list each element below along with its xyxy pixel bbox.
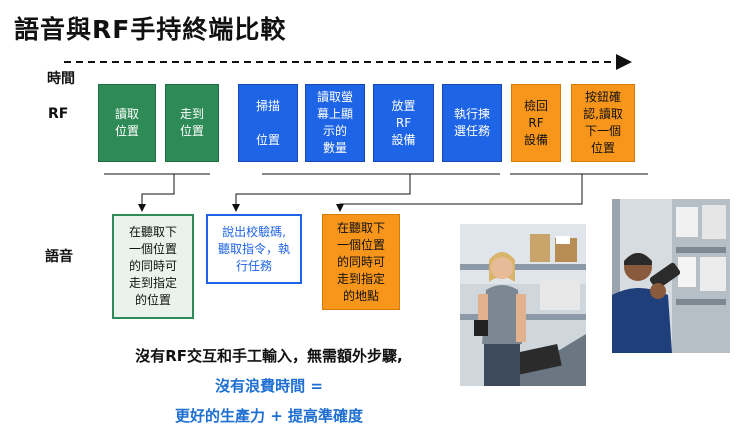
rf-step-2: 走到 位置 xyxy=(165,84,219,162)
rf-step-6: 執行揀 選任務 xyxy=(442,84,502,162)
label-voice: 語音 xyxy=(45,249,73,265)
tagline-line2: 沒有浪費時間 = xyxy=(215,377,323,395)
rf-step-3: 掃描 位置 xyxy=(238,84,298,162)
photo-rf-picker xyxy=(612,199,730,353)
rf-step-7: 檢回 RF 設備 xyxy=(511,84,561,162)
blue-connector xyxy=(232,174,411,212)
rf-step-1: 讀取 位置 xyxy=(98,84,156,162)
tagline-line1: 沒有RF交互和手工輸入，無需額外步驟, xyxy=(135,347,403,365)
rf-step-5: 放置 RF 設備 xyxy=(373,84,434,162)
photo-voice-picker xyxy=(460,224,586,386)
green-connector xyxy=(138,174,175,212)
tagline-line3: 更好的生產力 + 提高準確度 xyxy=(174,407,363,425)
voice-step-orange: 在聽取下 一個位置 的同時可 走到指定 的地點 xyxy=(322,214,400,310)
orange-connector xyxy=(336,174,583,212)
voice-step-blue: 說出校驗碼, 聽取指令，執 行任務 xyxy=(206,214,302,284)
page-title: 語音與RF手持終端比較 xyxy=(14,15,287,44)
label-time: 時間 xyxy=(47,71,75,87)
label-rf: RF xyxy=(48,106,69,122)
rf-step-4: 讀取螢 幕上顯 示的 數量 xyxy=(305,84,365,162)
rf-step-8: 按鈕確 認,讀取 下一個 位置 xyxy=(571,84,635,162)
voice-step-green: 在聽取下 一個位置 的同時可 走到指定 的位置 xyxy=(112,214,194,319)
